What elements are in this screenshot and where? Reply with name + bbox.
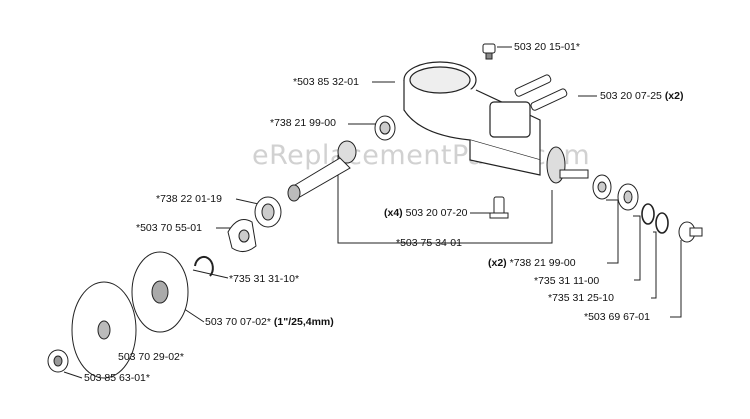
label-503-85-63-01: 503 85 63-01*: [84, 372, 150, 384]
lower-ring: [655, 212, 669, 234]
mounting-screw: [489, 196, 509, 219]
label-503-70-07-02: 503 70 07-02* (1"/25,4mm): [205, 316, 334, 328]
quantity: (x2): [488, 257, 507, 269]
label-503-20-07-25: 503 20 07-25 (x2): [600, 90, 684, 102]
part-number: 503 70 07-02*: [205, 316, 271, 328]
size-note: (1"/25,4mm): [273, 316, 334, 328]
part-number: *738 21 99-00: [509, 257, 576, 269]
label-735-31-11-00: *735 31 11-00: [534, 275, 600, 287]
label-503-69-67-01: *503 69 67-01: [584, 311, 650, 323]
lower-circlip: [641, 203, 655, 225]
upper-bearing: [374, 115, 396, 141]
gear-housing: [403, 61, 541, 176]
washer-plate: [227, 219, 257, 252]
end-cap: [678, 221, 703, 243]
output-gear: [546, 146, 589, 184]
blade-nut: [47, 349, 69, 373]
label-738-22-01-19: *738 22 01-19: [156, 193, 222, 205]
label-503-75-34-01: *503 75 34-01: [396, 237, 462, 249]
label-735-31-25-10: *735 31 25-10: [548, 292, 614, 304]
circlip: [194, 255, 214, 277]
top-screw: [482, 43, 496, 60]
part-number: 503 20 07-25: [600, 90, 662, 102]
part-number: 503 20 07-20: [405, 207, 468, 219]
support-cup: [71, 281, 137, 379]
label-503-70-29-02: 503 70 29-02*: [118, 351, 184, 363]
label-735-31-31-10: *735 31 31-10*: [229, 273, 300, 285]
housing-bolts: [514, 74, 568, 111]
label-503-20-07-20: (x4) 503 20 07-20: [384, 207, 468, 219]
label-738-21-99-00-lower: (x2) *738 21 99-00: [488, 257, 576, 269]
quantity: (x2): [664, 90, 684, 102]
drive-flange: [131, 251, 189, 333]
label-503-85-32-01: *503 85 32-01: [293, 76, 359, 88]
shaft-seal: [254, 196, 282, 228]
label-503-20-15-01: 503 20 15-01*: [514, 41, 580, 53]
quantity: (x4): [384, 207, 403, 219]
lower-bearings: [592, 174, 639, 211]
label-503-70-55-01: *503 70 55-01: [136, 222, 202, 234]
pinion-shaft: [287, 140, 357, 202]
label-738-21-99-00-upper: *738 21 99-00: [270, 117, 336, 129]
